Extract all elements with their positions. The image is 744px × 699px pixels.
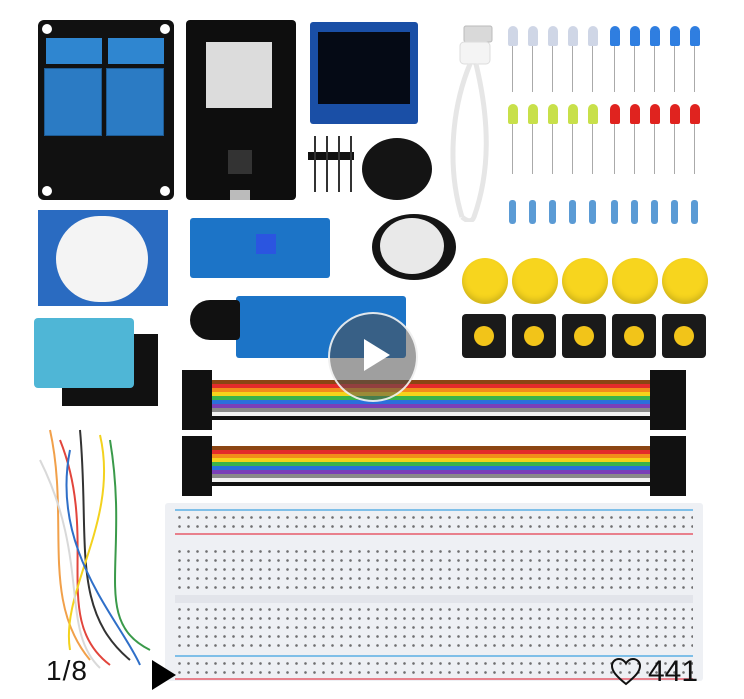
sensor-module-image xyxy=(190,218,330,278)
jumper-wires-ribbon xyxy=(200,380,660,420)
jumper-wires-ribbon xyxy=(200,446,660,486)
tactile-switch-image xyxy=(462,314,506,358)
video-play-button[interactable] xyxy=(328,312,418,402)
image-position-counter: 1/8 xyxy=(46,655,88,686)
terminal-block xyxy=(108,38,164,64)
breadboard-image xyxy=(165,503,703,681)
esp32-board-image xyxy=(186,20,296,200)
tactile-switch-image xyxy=(662,314,706,358)
pin-header-image xyxy=(308,136,354,192)
button-cap-image xyxy=(612,258,658,304)
dht11-sensor-image xyxy=(34,318,134,388)
jumper-connectors xyxy=(182,436,212,496)
button-cap-image xyxy=(562,258,608,304)
relay-module-image xyxy=(38,20,174,200)
like-button[interactable]: 441 xyxy=(610,655,698,689)
active-buzzer-image xyxy=(362,138,432,200)
button-cap-image xyxy=(512,258,558,304)
jumper-connectors xyxy=(650,370,686,430)
relay-block xyxy=(106,68,164,136)
play-icon[interactable] xyxy=(152,660,176,690)
loose-jumper-wires-image xyxy=(39,429,151,669)
jumper-connectors xyxy=(650,436,686,496)
button-cap-image xyxy=(462,258,508,304)
passive-buzzer-image xyxy=(372,214,456,280)
tactile-switch-image xyxy=(612,314,656,358)
relay-block xyxy=(44,68,102,136)
oled-display-image xyxy=(310,22,418,124)
pir-sensor-image xyxy=(38,210,168,306)
button-cap-image xyxy=(662,258,708,304)
like-count: 441 xyxy=(648,655,699,688)
jumper-connectors xyxy=(182,370,212,430)
usb-cable-image xyxy=(450,25,493,222)
terminal-block xyxy=(46,38,102,64)
tactile-switch-image xyxy=(562,314,606,358)
tactile-switch-image xyxy=(512,314,556,358)
ir-receiver-image xyxy=(190,300,240,340)
heart-icon xyxy=(610,657,642,686)
